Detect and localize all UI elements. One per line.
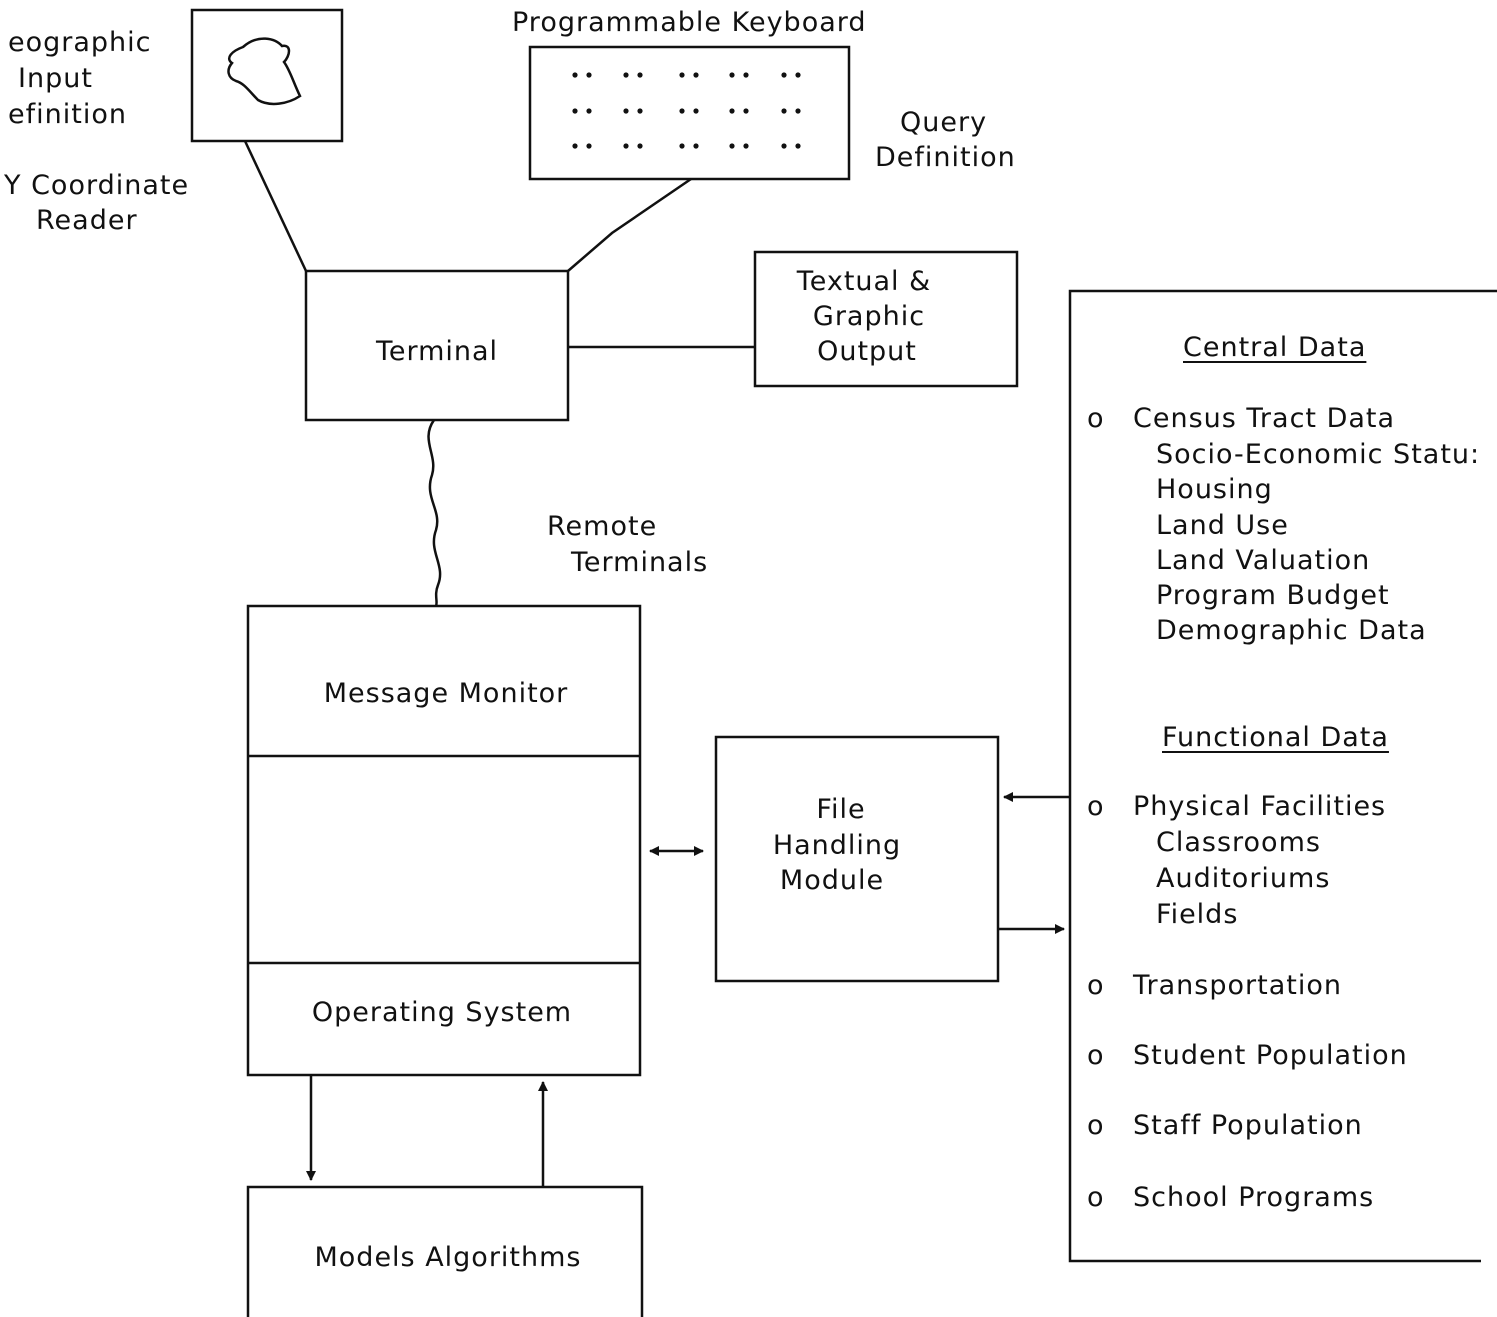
- file-module-box: [714, 735, 1000, 983]
- key-dot: [623, 72, 629, 78]
- query-caption-line-2: Definition: [875, 142, 1016, 173]
- keyboard-box: [528, 45, 851, 181]
- key-dot: [586, 108, 592, 114]
- digitizer-box: [190, 8, 344, 143]
- remote-link-line: [427, 419, 442, 607]
- key-dot: [586, 72, 592, 78]
- key-dot: [781, 108, 787, 114]
- key-dot: [637, 108, 643, 114]
- key-dot: [586, 143, 592, 149]
- key-dot: [729, 72, 735, 78]
- file-module-label-line-1: File: [816, 794, 866, 825]
- geographic-caption-line-1: eographic: [8, 27, 152, 58]
- geographic-caption-line-3: efinition: [8, 99, 127, 130]
- terminal-label: Terminal: [375, 336, 499, 367]
- key-dot: [781, 143, 787, 149]
- data-panel-frame: [1068, 289, 1497, 1263]
- key-dot: [572, 108, 578, 114]
- keyboard-link: [567, 177, 692, 272]
- output-box: [753, 250, 1019, 388]
- key-dot: [623, 143, 629, 149]
- models-label: Models Algorithms: [314, 1242, 582, 1273]
- key-dot: [693, 108, 699, 114]
- digitizer-device-line-2: Reader: [36, 205, 138, 236]
- geographic-caption-line-2: Input: [18, 63, 93, 94]
- file-module-label-line-2: Handling: [772, 830, 902, 861]
- output-label-line-1: Textual &: [796, 266, 932, 297]
- computer-box: [246, 604, 642, 1077]
- remote-label-line-2: Terminals: [571, 547, 709, 578]
- key-dot: [781, 72, 787, 78]
- key-dot: [795, 108, 801, 114]
- key-dot: [679, 72, 685, 78]
- key-dot: [679, 143, 685, 149]
- key-dot: [743, 143, 749, 149]
- key-dot: [729, 108, 735, 114]
- output-label-line-3: Output: [817, 336, 917, 367]
- remote-label-line-1: Remote: [547, 511, 658, 542]
- query-caption-line-1: Query: [900, 107, 988, 138]
- keyboard-title: Programmable Keyboard: [512, 7, 867, 38]
- key-dot: [795, 72, 801, 78]
- key-dot: [693, 72, 699, 78]
- key-dot: [637, 72, 643, 78]
- message-monitor-label: Message Monitor: [323, 678, 569, 709]
- models-box: [246, 1185, 644, 1317]
- terminal-box: [304, 269, 570, 422]
- key-dot: [679, 108, 685, 114]
- output-label-line-2: Graphic: [812, 301, 926, 332]
- digitizer-link: [243, 140, 308, 272]
- key-dot: [743, 108, 749, 114]
- keyboard-keys: [572, 72, 801, 149]
- key-dot: [795, 143, 801, 149]
- file-module-label-line-3: Module: [779, 865, 885, 896]
- digitizer-device-line-1: Y Coordinate: [4, 170, 190, 201]
- key-dot: [729, 143, 735, 149]
- key-dot: [572, 143, 578, 149]
- key-dot: [623, 108, 629, 114]
- key-dot: [572, 72, 578, 78]
- key-dot: [693, 143, 699, 149]
- key-dot: [637, 143, 643, 149]
- key-dot: [743, 72, 749, 78]
- map-outline-icon: [227, 37, 302, 106]
- operating-system-label: Operating System: [311, 997, 573, 1028]
